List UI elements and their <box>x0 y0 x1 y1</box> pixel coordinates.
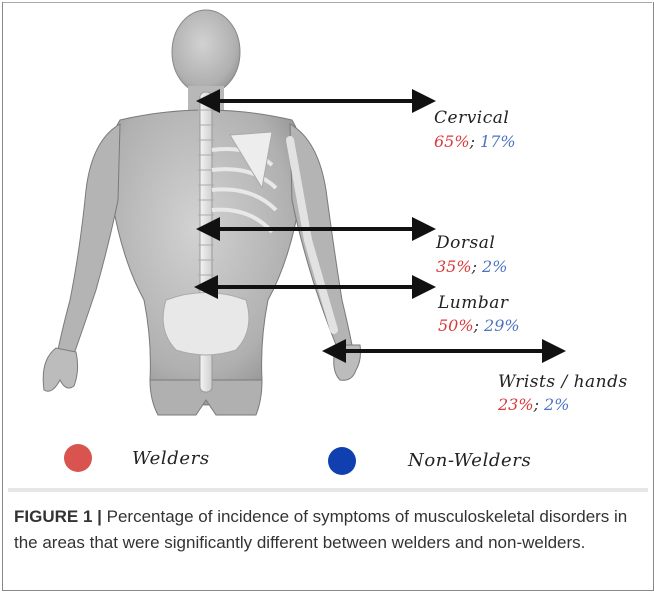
legend-label-welders: Welders <box>132 448 210 469</box>
region-values-wrists: 23%; 2% <box>498 395 569 414</box>
non-welders-value: 2% <box>482 257 507 276</box>
welders-value: 50% <box>438 316 474 335</box>
legend-dot-non-welders <box>328 447 356 475</box>
non-welders-value: 17% <box>480 132 516 151</box>
region-label-dorsal: Dorsal <box>436 233 495 253</box>
region-label-wrists: Wrists / hands <box>498 372 628 392</box>
figure-label: FIGURE 1 | <box>14 507 102 526</box>
value-separator: ; <box>470 132 475 151</box>
legend-label-non-welders: Non-Welders <box>408 450 531 471</box>
value-separator: ; <box>534 395 539 414</box>
region-values-cervical: 65%; 17% <box>434 132 516 151</box>
caption-divider <box>8 488 648 492</box>
value-separator: ; <box>474 316 479 335</box>
non-welders-value: 2% <box>544 395 569 414</box>
caption-text: Percentage of incidence of symptoms of m… <box>14 507 627 552</box>
legend-dot-welders <box>64 444 92 472</box>
region-label-cervical: Cervical <box>434 108 509 128</box>
welders-value: 35% <box>436 257 472 276</box>
non-welders-value: 29% <box>484 316 520 335</box>
welders-value: 23% <box>498 395 534 414</box>
welders-value: 65% <box>434 132 470 151</box>
value-separator: ; <box>472 257 477 276</box>
region-values-lumbar: 50%; 29% <box>438 316 520 335</box>
region-label-lumbar: Lumbar <box>438 293 509 313</box>
figure-caption: FIGURE 1 | Percentage of incidence of sy… <box>14 504 644 556</box>
region-values-dorsal: 35%; 2% <box>436 257 507 276</box>
